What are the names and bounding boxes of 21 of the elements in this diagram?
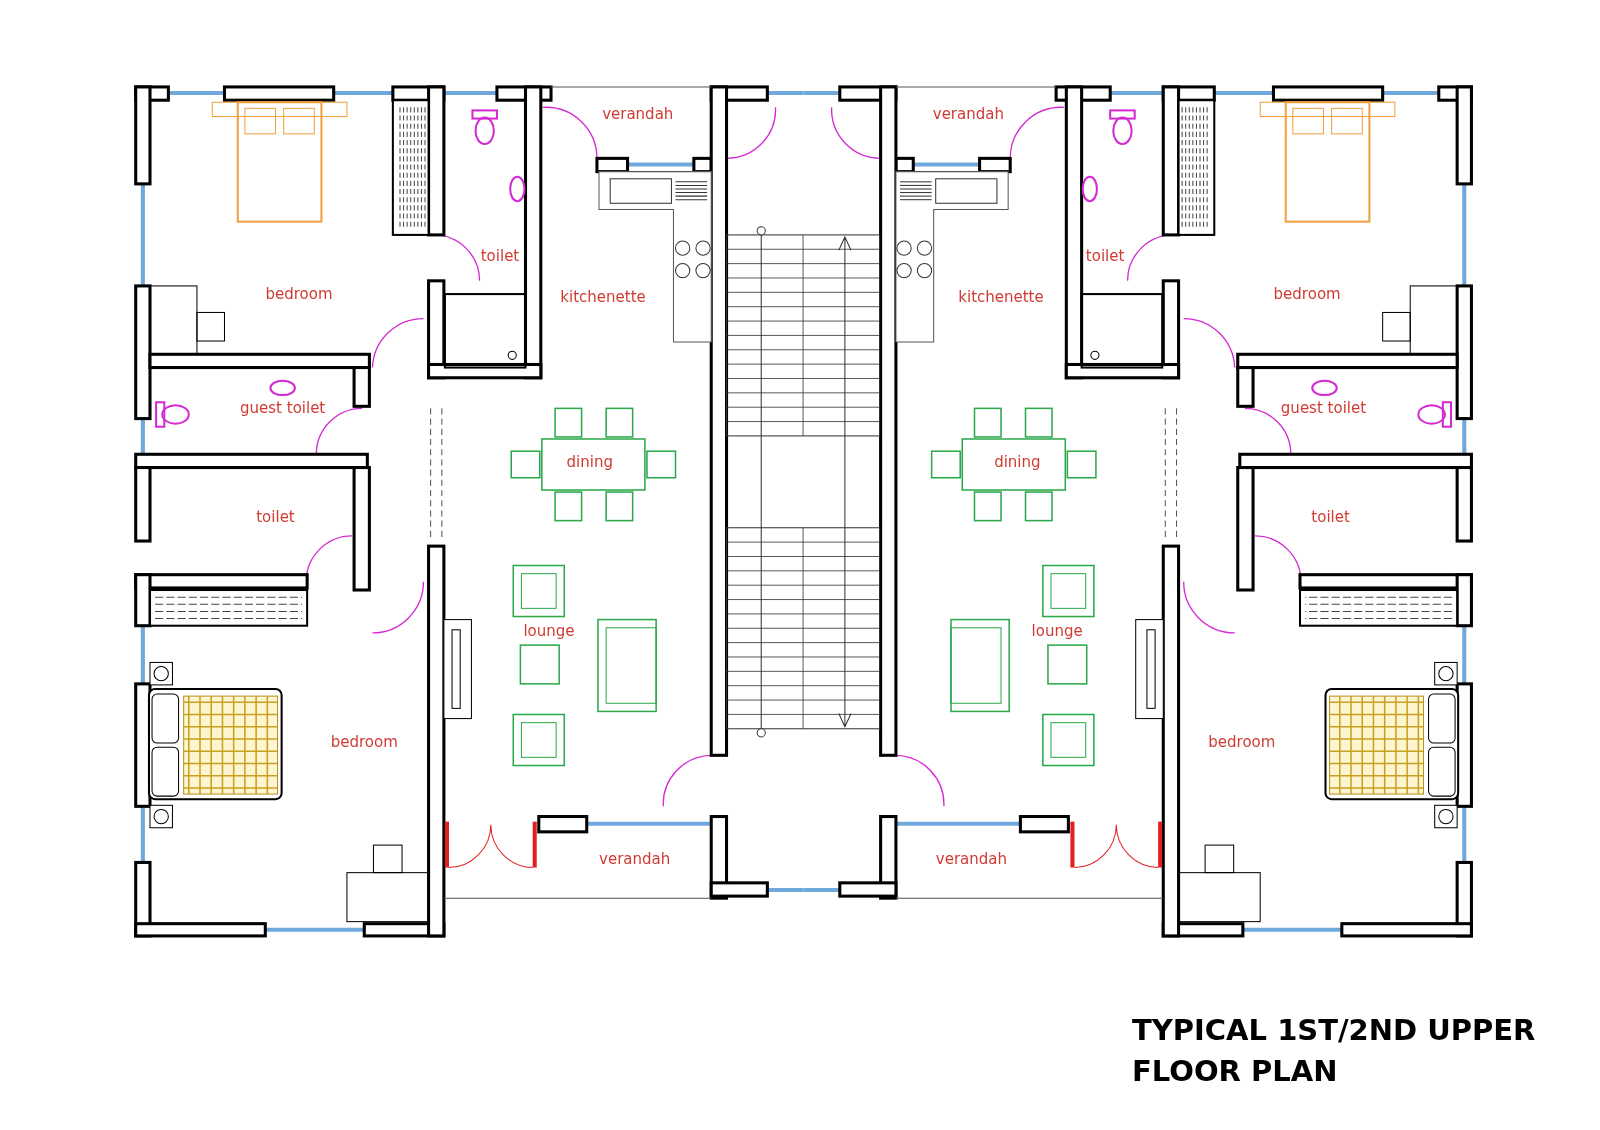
room-label: guest toilet <box>1280 400 1367 416</box>
room-label: toilet <box>256 509 295 525</box>
room-label: lounge <box>1031 623 1083 639</box>
room-label: bedroom <box>1208 734 1276 750</box>
room-label: bedroom <box>1273 286 1341 302</box>
room-label: bedroom <box>265 286 333 302</box>
drawing-title: TYPICAL 1ST/2ND UPPER FLOOR PLAN <box>1132 1012 1537 1090</box>
room-label: kitchenette <box>560 289 646 305</box>
room-label: dining <box>994 454 1041 470</box>
room-label: verandah <box>599 851 671 867</box>
room-label: verandah <box>602 106 674 122</box>
room-label: verandah <box>935 851 1007 867</box>
room-label: bedroom <box>330 734 398 750</box>
room-label: guest toilet <box>240 400 326 416</box>
room-label: dining <box>566 454 613 470</box>
room-label: toilet <box>480 248 520 264</box>
room-label: toilet <box>1085 248 1125 264</box>
room-label: verandah <box>932 106 1004 122</box>
room-label: kitchenette <box>958 289 1044 305</box>
room-label: toilet <box>1311 509 1350 525</box>
room-label: lounge <box>523 623 575 639</box>
